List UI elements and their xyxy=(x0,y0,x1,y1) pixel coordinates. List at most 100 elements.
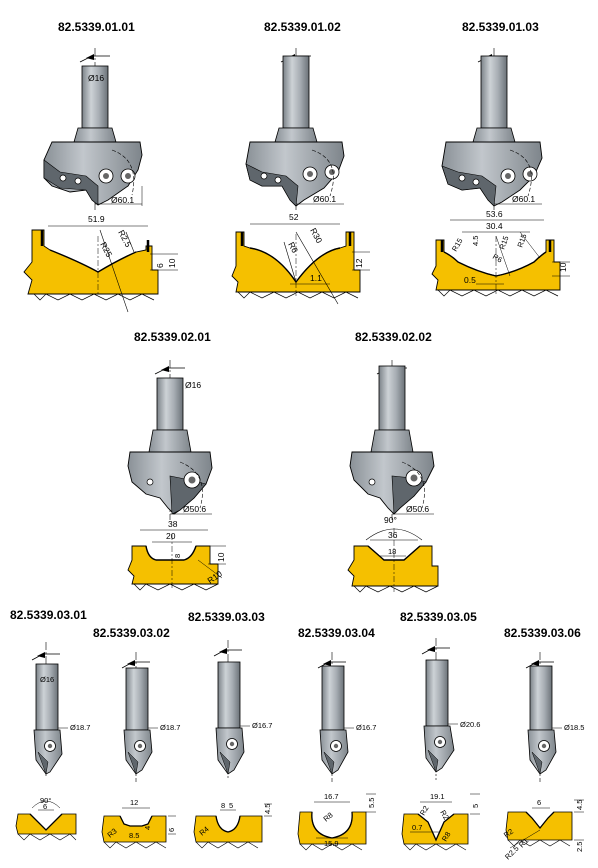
tool-03-02: Ø18.7 12 R3 8.5 4 6 xyxy=(101,652,180,849)
tool-01-01: Ø16 Ø60.1 51.9 R25 R2.5 6 10 xyxy=(23,48,178,313)
tool-code-label: 82.5339.03.02 xyxy=(93,626,170,640)
width-dimension: 53.6 xyxy=(486,209,503,219)
width-dimension: 30.4 xyxy=(486,221,503,231)
depth-dimension: 10 xyxy=(216,552,226,562)
radius-dimension: R25 xyxy=(98,240,114,259)
shank-diameter: Ø16 xyxy=(40,675,54,684)
cutter-diameter: Ø18.5 xyxy=(564,723,584,732)
tool-01-02: Ø60.1 52 R30 R6 12 1.1 xyxy=(231,48,370,305)
width-dimension: 20 xyxy=(166,531,176,541)
depth-dimension: 5 xyxy=(471,804,480,808)
depth-dimension: 2.5 xyxy=(575,842,584,852)
cutter-diameter: Ø60.1 xyxy=(512,194,535,204)
tool-02-02: Ø50.6 90° 36 18 xyxy=(347,360,439,593)
tool-code-label: 82.5339.02.01 xyxy=(134,330,211,344)
angle-dimension: 90° xyxy=(384,515,397,525)
router-bit xyxy=(317,652,354,782)
tool-code-label: 82.5339.03.03 xyxy=(188,610,265,624)
tool-03-05: Ø20.6 19.1 R2 R2 5 0.7 R8 xyxy=(401,638,480,851)
depth-dimension: 12 xyxy=(354,258,364,268)
depth-dimension: 10 xyxy=(167,258,177,268)
wood-profile xyxy=(23,229,159,301)
router-bit xyxy=(525,652,562,782)
cutter-diameter: Ø18.7 xyxy=(70,723,90,732)
tool-03-06: Ø18.5 6 4.5 R2 R1 R2.5 2.5 xyxy=(502,652,584,861)
wood-profile xyxy=(401,813,469,851)
router-bit xyxy=(421,638,458,780)
width-dimension: 51.9 xyxy=(88,214,105,224)
cutter-diameter: Ø60.1 xyxy=(313,194,336,204)
radius-dimension: R15 xyxy=(515,233,528,249)
depth-dimension: 4.5 xyxy=(575,800,584,810)
depth-dimension: 5.5 xyxy=(367,798,376,808)
depth-dimension: 4.5 xyxy=(263,804,272,814)
router-bit xyxy=(213,640,250,780)
tool-03-04: Ø16.7 16.7 R8 5.5 15.9 xyxy=(297,652,376,851)
offset-dimension: 1.1 xyxy=(310,273,322,283)
depth-dimension: 4 xyxy=(143,826,152,830)
wood-profile xyxy=(193,815,263,849)
tool-code-label: 82.5339.03.01 xyxy=(10,608,87,622)
shank-diameter: Ø16 xyxy=(88,73,104,83)
depth-dimension: 4.5 xyxy=(471,236,480,246)
cutter-diameter: Ø60.1 xyxy=(111,195,134,205)
width-dimension: 52 xyxy=(289,212,299,222)
depth-dimension: 10 xyxy=(558,262,568,272)
radius-dimension: R8 xyxy=(322,810,335,823)
angle-dimension: 90° xyxy=(40,796,51,805)
depth-dimension: 6 xyxy=(167,828,176,832)
router-bit xyxy=(121,652,158,782)
router-bit xyxy=(349,360,435,520)
wood-profile xyxy=(347,545,439,593)
router-bit xyxy=(441,48,543,212)
depth-dimension: 8 xyxy=(173,554,182,558)
tool-03-01: Ø16 Ø18.7 90° 6 xyxy=(15,642,90,841)
offset-dimension: 0.7 xyxy=(412,823,422,832)
tool-code-label: 82.5339.01.03 xyxy=(462,20,539,34)
radius-dimension: R2.5 xyxy=(503,844,521,862)
tool-01-03: Ø60.1 53.6 30.4 R15 4.5 R15 R15 R6 0.5 1… xyxy=(431,48,570,297)
tool-code-label: 82.5339.03.05 xyxy=(400,610,477,624)
width-dimension: 19.1 xyxy=(430,792,445,801)
cutter-diameter: Ø18.7 xyxy=(160,723,180,732)
width-dimension: 18 xyxy=(388,547,396,556)
width-dimension: 16.7 xyxy=(324,792,339,801)
cutter-diameter: Ø16.7 xyxy=(252,721,272,730)
router-bit xyxy=(127,360,213,520)
tool-code-label: 82.5339.01.02 xyxy=(264,20,341,34)
radius-dimension: R6 xyxy=(286,240,300,255)
radius-dimension: R15 xyxy=(497,235,510,251)
shank-diameter: Ø16 xyxy=(185,380,201,390)
radius-dimension: R15 xyxy=(450,237,465,253)
tool-code-label: 82.5339.01.01 xyxy=(58,20,135,34)
tool-code-label: 82.5339.03.04 xyxy=(298,626,375,640)
wood-profile xyxy=(505,811,573,849)
depth-dimension: 6 xyxy=(155,263,165,268)
tool-code-label: 82.5339.02.02 xyxy=(355,330,432,344)
width-dimension: 38 xyxy=(168,519,178,529)
radius-dimension: R6 xyxy=(491,252,504,265)
router-bit xyxy=(245,48,345,212)
router-bit xyxy=(31,642,68,778)
width-dimension: 6 xyxy=(537,798,541,807)
cutter-diameter: Ø50.6 xyxy=(183,504,206,514)
cutter-diameter: Ø16.7 xyxy=(356,723,376,732)
radius-dimension: R8 xyxy=(440,830,453,843)
tool-03-03: Ø16.7 8 5 4.5 R4 xyxy=(193,640,272,849)
tool-02-01: Ø16 Ø50.6 38 20 8 10 R10 xyxy=(127,360,226,591)
width-dimension: 12 xyxy=(130,798,138,807)
radius-dimension: R30 xyxy=(308,226,324,245)
width-dimension: 8 xyxy=(221,801,225,810)
offset-dimension: 0.5 xyxy=(464,275,476,285)
router-bit xyxy=(43,48,143,212)
width-dimension: 8.5 xyxy=(129,831,139,840)
cutter-diameter: Ø20.6 xyxy=(460,720,480,729)
wood-profile xyxy=(15,813,77,841)
width-dimension: 15.9 xyxy=(324,839,339,848)
width-dimension: 5 xyxy=(229,801,233,810)
radius-dimension: R2.5 xyxy=(116,228,133,249)
radius-dimension: R2 xyxy=(438,809,451,822)
cutter-diameter: Ø50.6 xyxy=(406,504,429,514)
width-dimension: 36 xyxy=(388,530,398,540)
